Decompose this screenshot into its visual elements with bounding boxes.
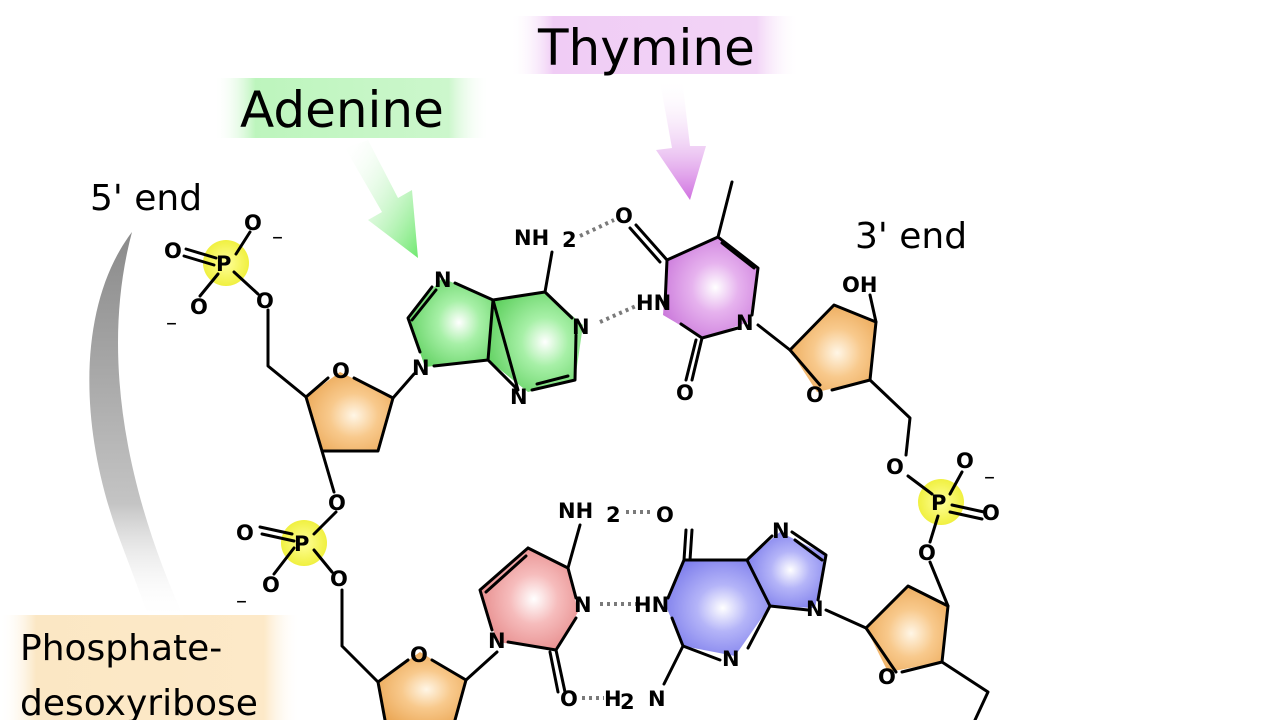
adenine-label-text: Adenine — [240, 81, 444, 139]
atom-o: O — [918, 541, 936, 565]
atom-n: N — [434, 268, 452, 292]
charge-minus: – — [272, 225, 283, 250]
atom-n: N — [574, 593, 592, 617]
charge-minus: – — [166, 311, 177, 336]
thymine-label: Thymine — [510, 16, 800, 77]
atom-o: O — [878, 665, 896, 689]
atom-p: P — [294, 532, 309, 556]
atom-sub2: 2 — [562, 228, 577, 252]
atom-o: O — [886, 455, 904, 479]
atom-sub2: 2 — [620, 690, 635, 714]
atom-n: N — [806, 597, 824, 621]
atom-n: N — [510, 385, 528, 409]
backbone-label-line2: desoxyribose — [20, 683, 258, 720]
sugar-bottom-left — [378, 652, 466, 720]
five-prime-end-label: 5' end — [90, 178, 202, 219]
sugar-top-left — [306, 372, 393, 451]
atom-h: H — [604, 687, 622, 711]
atom-o: O — [615, 204, 633, 228]
atom-o: O — [982, 501, 1000, 525]
thymine-label-text: Thymine — [537, 19, 755, 77]
atom-o: O — [410, 643, 428, 667]
thymine-ring — [663, 237, 758, 338]
atom-o: O — [332, 359, 350, 383]
atom-n: N — [736, 311, 754, 335]
atom-o: O — [806, 383, 824, 407]
atom-sub2: 2 — [606, 503, 621, 527]
atom-nh: NH — [514, 226, 549, 250]
thymine-label-banner — [510, 16, 800, 74]
atom-n: N — [722, 647, 740, 671]
adenine-label-banner — [214, 78, 490, 138]
atom-n: N — [488, 629, 506, 653]
atom-oh: OH — [842, 273, 877, 297]
guanine-ring-six — [665, 560, 770, 656]
atom-n: N — [572, 315, 590, 339]
guanine-ring-five — [747, 532, 826, 608]
atom-o: O — [956, 449, 974, 473]
atom-o: O — [256, 289, 274, 313]
atom-p: P — [931, 491, 946, 515]
backbone-label-banner — [0, 615, 300, 720]
charge-minus: – — [236, 589, 247, 614]
charge-minus: – — [984, 465, 995, 490]
atom-o: O — [328, 491, 346, 515]
atom-n: N — [412, 356, 430, 380]
backbone-label-line1: Phosphate- — [20, 628, 222, 669]
bonds — [182, 180, 990, 720]
atom-o: O — [244, 211, 262, 235]
atom-o: O — [190, 295, 208, 319]
backbone-label: Phosphate- desoxyribose — [0, 615, 300, 720]
sugar-top-right — [790, 305, 876, 392]
atom-o: O — [236, 521, 254, 545]
atom-hn: HN — [636, 291, 671, 315]
atom-labels: N N N N NH 2 O HN N O OH O O O P O O – –… — [164, 204, 1000, 714]
atom-nh: NH — [558, 499, 593, 523]
three-prime-end-label: 3' end — [855, 216, 967, 257]
atom-o: O — [330, 567, 348, 591]
adenine-arrow — [345, 140, 418, 258]
thymine-arrow — [656, 78, 706, 200]
atom-n: N — [648, 687, 666, 711]
adenine-label: Adenine — [214, 78, 490, 139]
atom-o: O — [676, 381, 694, 405]
atom-n: N — [772, 519, 790, 543]
atom-hn: HN — [634, 593, 669, 617]
atom-p: P — [216, 252, 231, 276]
atom-o: O — [262, 573, 280, 597]
backbone-swoosh — [89, 232, 185, 620]
atom-o: O — [656, 503, 674, 527]
atom-o: O — [164, 239, 182, 263]
hydrogen-bonds — [579, 218, 654, 700]
atom-o: O — [560, 687, 578, 711]
